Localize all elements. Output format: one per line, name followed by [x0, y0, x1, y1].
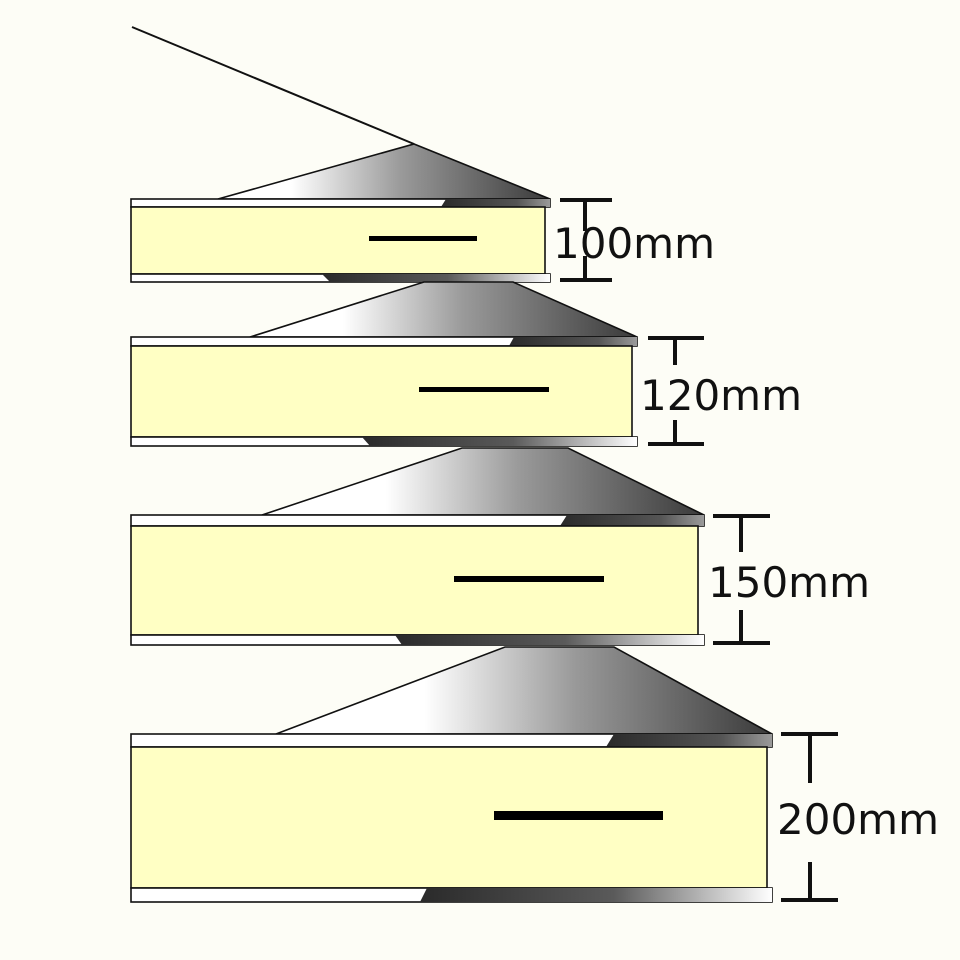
panel-100-core-marker	[369, 236, 477, 241]
panel-100-fold	[217, 143, 551, 200]
panel-200-thickness-label: 200mm	[777, 795, 939, 844]
panel-150-thickness-label: 150mm	[708, 558, 870, 607]
panel-200: 200mm	[130, 646, 939, 903]
panel-120-top-skin-shade	[509, 337, 637, 346]
panel-200-core-marker	[494, 811, 663, 820]
panel-150-core-marker	[454, 576, 604, 582]
panel-150: 150mm	[130, 447, 870, 646]
panel-100-core	[130, 206, 546, 275]
panel-200-top-skin-shade	[606, 734, 772, 747]
panel-150-dimension	[713, 514, 770, 645]
panel-150-fold	[261, 447, 705, 516]
panel-150-bottom-skin-shade	[395, 635, 704, 645]
panel-150-core	[130, 525, 699, 636]
panel-120-thickness-label: 120mm	[640, 371, 802, 420]
panel-120-core	[130, 345, 633, 438]
panel-120-fold	[249, 281, 638, 338]
panel-120: 120mm	[130, 281, 802, 447]
panel-200-dimension	[781, 732, 838, 902]
leader-line	[131, 26, 415, 145]
panel-100-dimension	[560, 198, 612, 282]
panel-120-dimension	[648, 336, 704, 446]
panel-120-core-marker	[419, 387, 549, 392]
panel-150-top-skin-shade	[560, 515, 704, 526]
panel-200-fold	[275, 646, 773, 735]
panel-200-bottom-skin-shade	[420, 888, 772, 902]
panel-200-core	[130, 746, 768, 889]
panel-100-thickness-label: 100mm	[553, 219, 715, 268]
panel-100-bottom-skin-shade	[322, 274, 550, 282]
panel-100-top-skin-shade	[441, 199, 550, 207]
panel-100: 100mm	[130, 143, 715, 283]
panel-120-bottom-skin-shade	[362, 437, 637, 446]
